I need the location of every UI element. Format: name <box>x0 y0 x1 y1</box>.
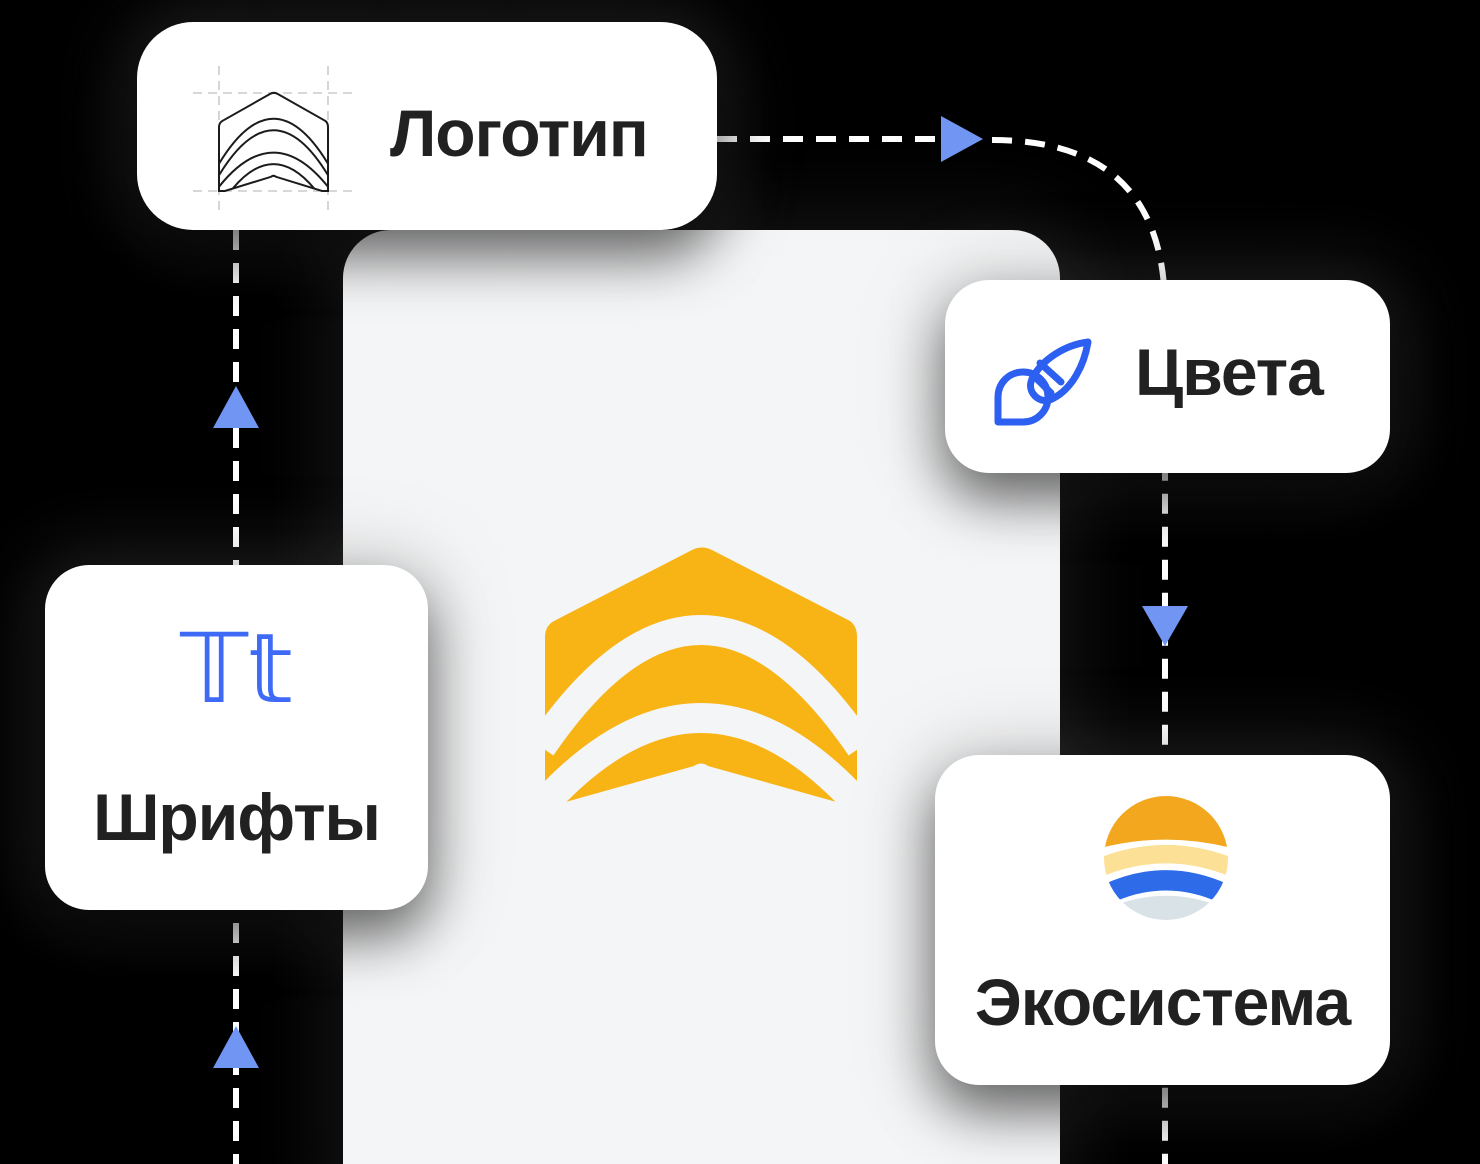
arrow-down-icon <box>1142 606 1188 646</box>
brand-logo-gap-lower <box>529 703 873 818</box>
brand-logo-outline-icon <box>193 66 357 210</box>
arrow-right-icon <box>941 116 983 162</box>
brush-ferrule-line-1 <box>1036 359 1065 386</box>
logo-outline-paths <box>219 93 328 191</box>
eco-band-light <box>1104 845 1228 880</box>
fonts-card: 𝕋𝕥 Шрифты <box>45 565 428 910</box>
ecosystem-card: Экосистема <box>935 755 1390 1085</box>
brand-logo-gap-upper <box>528 615 874 756</box>
dashed-line-right <box>991 137 1168 1164</box>
paintbrush-icon <box>994 338 1092 426</box>
sun-horizon-icon <box>1104 796 1228 920</box>
fonts-card-label: Шрифты <box>93 780 381 854</box>
double-struck-tt-icon: 𝕋𝕥 <box>180 613 293 725</box>
logo-card-label: Логотип <box>390 96 649 170</box>
logo-card: Логотип <box>137 22 717 230</box>
colors-card: Цвета <box>945 280 1390 473</box>
colors-card-label: Цвета <box>1135 335 1324 409</box>
ecosystem-card-label: Экосистема <box>974 965 1351 1039</box>
arrow-up-icon <box>213 386 259 428</box>
arrow-up-bottom-icon <box>213 1026 259 1068</box>
icon-guides <box>193 66 357 210</box>
paint-drop <box>994 368 1052 426</box>
brush-head <box>1027 338 1092 404</box>
brand-logo <box>528 547 874 818</box>
eco-band-blue <box>1104 870 1228 916</box>
brand-canvas-card <box>343 230 1060 1164</box>
